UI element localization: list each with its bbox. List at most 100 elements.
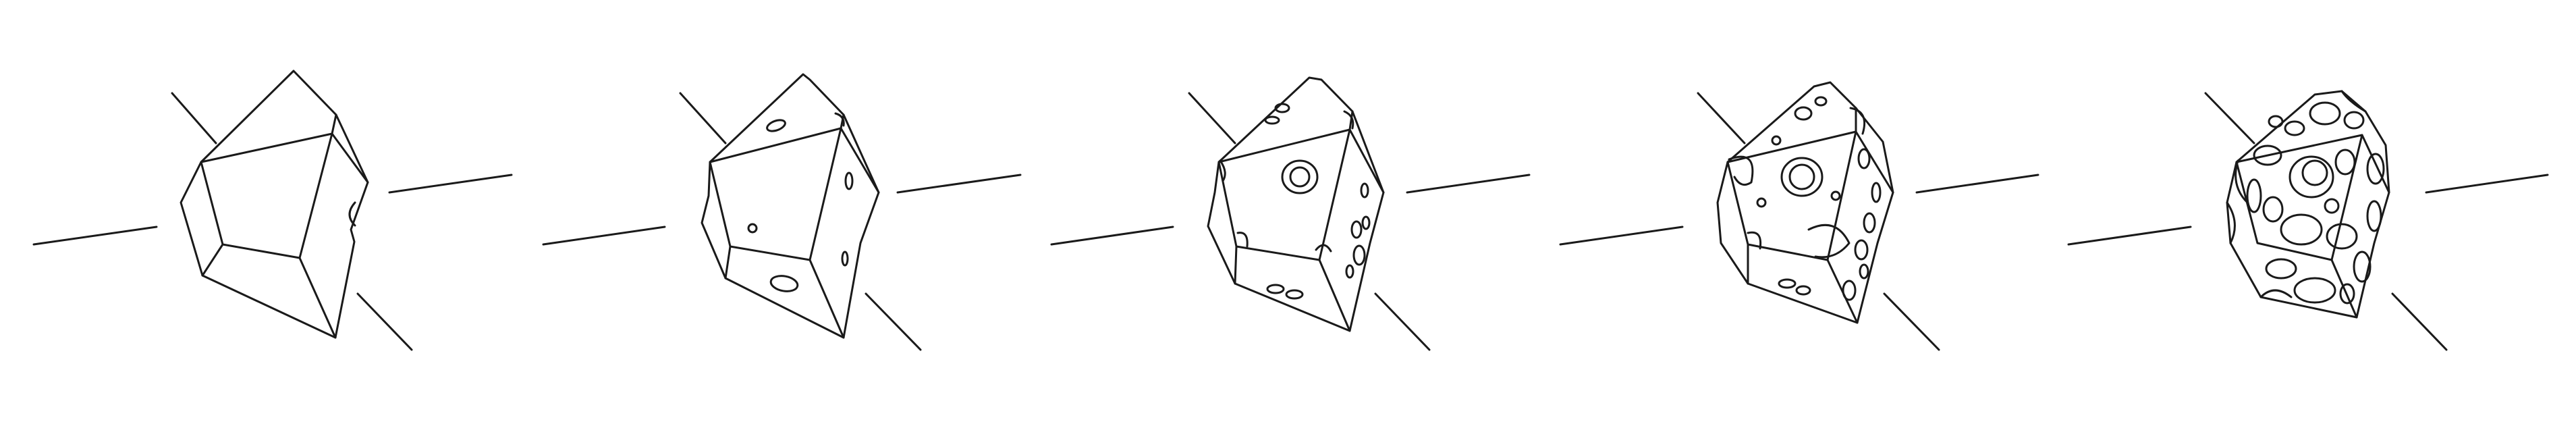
crystal-edge-mid (809, 127, 842, 261)
corner-chip (1315, 244, 1332, 253)
corner-chip (1728, 155, 1754, 186)
axis-line-lower-right (1374, 292, 1431, 351)
axis-line-lower-right (865, 292, 922, 351)
pit (1771, 135, 1782, 146)
pit (769, 275, 799, 292)
axis-line-right (1406, 174, 1531, 194)
pit (1266, 284, 1285, 294)
pit (1350, 220, 1363, 239)
pore (2253, 144, 2282, 166)
pore (2353, 250, 2372, 283)
axis-line-right (896, 174, 1022, 194)
pit (1794, 106, 1813, 121)
axis-line-left (542, 226, 666, 246)
pit (1871, 182, 1882, 203)
axis-line-upper-left (171, 92, 217, 144)
pore (2301, 159, 2328, 186)
pit (1289, 166, 1311, 188)
pore-rim (2259, 289, 2293, 298)
corner-chip (1343, 110, 1354, 130)
pit (766, 119, 786, 132)
pit (1780, 157, 1824, 197)
pit (1361, 215, 1371, 230)
corner-chip (1236, 232, 1249, 248)
axis-line-left (32, 226, 158, 246)
pit (1795, 285, 1811, 296)
pit (1859, 263, 1869, 280)
axis-line-right (388, 174, 513, 194)
pit (1345, 264, 1354, 279)
pit (1788, 163, 1815, 190)
pit (1274, 103, 1290, 113)
crystal-outline (2226, 90, 2390, 319)
crystal-edge-mid (1826, 130, 1857, 261)
pore (2324, 198, 2340, 214)
axis-line-lower-right (2391, 292, 2448, 351)
pore (2284, 120, 2305, 136)
crystal-edge-base (724, 245, 732, 280)
crystal-edge-back (331, 113, 337, 135)
pore (2334, 149, 2356, 176)
axis-line-right (2425, 174, 2549, 194)
crystal-edge-base (201, 243, 224, 277)
axis-line-upper-left (1188, 92, 1236, 144)
pit (1281, 159, 1319, 194)
corner-chip (1849, 107, 1866, 135)
corner-chip (1747, 231, 1762, 250)
axis-line-upper-left (679, 92, 727, 144)
crystal-outline (701, 73, 880, 339)
crystal-edge-top (200, 132, 369, 184)
pit (1842, 280, 1857, 301)
crystal-edge-front (200, 161, 337, 339)
axis-line-upper-left (2204, 92, 2255, 144)
axis-line-lower-right (1883, 292, 1940, 351)
pit (747, 223, 758, 234)
pit (1264, 115, 1280, 125)
axis-line-left (1559, 226, 1684, 246)
crystal-edge-front (709, 161, 845, 339)
pit (1814, 96, 1828, 107)
pore (2366, 200, 2382, 232)
pore (2265, 258, 2297, 280)
pore (2366, 153, 2385, 185)
stage-3-more-pits (1050, 76, 1531, 351)
pit (1863, 212, 1876, 234)
pore (2246, 178, 2262, 213)
pit (1854, 239, 1869, 261)
crystal-edge-back (1348, 110, 1354, 131)
pit (1285, 289, 1304, 300)
pit (1360, 182, 1369, 199)
pit (1352, 244, 1366, 266)
pore-rim (2340, 90, 2367, 113)
crystal-edge-mid (2330, 134, 2363, 261)
stage-1-solid-crystal (32, 70, 513, 351)
crystal-outline (180, 70, 369, 339)
pore (2289, 155, 2334, 199)
corner-chip (1219, 159, 1226, 182)
axis-line-lower-right (356, 292, 413, 351)
pore-rim (2226, 201, 2236, 244)
stage-5-sponge-lattice (2067, 90, 2549, 351)
pit (1756, 197, 1767, 208)
pore-rim (2235, 159, 2249, 204)
axis-line-right (1915, 174, 2039, 194)
pore (2293, 277, 2336, 304)
crystal-edge-base (1234, 245, 1238, 285)
crystal-notch (348, 201, 356, 227)
crystal-edge-mid (1318, 128, 1351, 261)
stage-2-few-pits (542, 73, 1022, 351)
axis-line-left (2067, 226, 2192, 246)
axis-line-upper-left (1697, 92, 1746, 144)
pit (1778, 278, 1797, 289)
pit (1857, 148, 1871, 169)
corner-chip (834, 112, 845, 127)
pore (2268, 115, 2284, 128)
pore (2262, 196, 2284, 223)
stage-4-heavily-pitted (1559, 81, 2039, 351)
crystal-edge-mid (298, 132, 333, 259)
pore (2326, 223, 2358, 250)
corner-chip (1807, 223, 1851, 259)
crystal-edge-front (1217, 161, 1351, 332)
axis-line-left (1050, 226, 1174, 246)
